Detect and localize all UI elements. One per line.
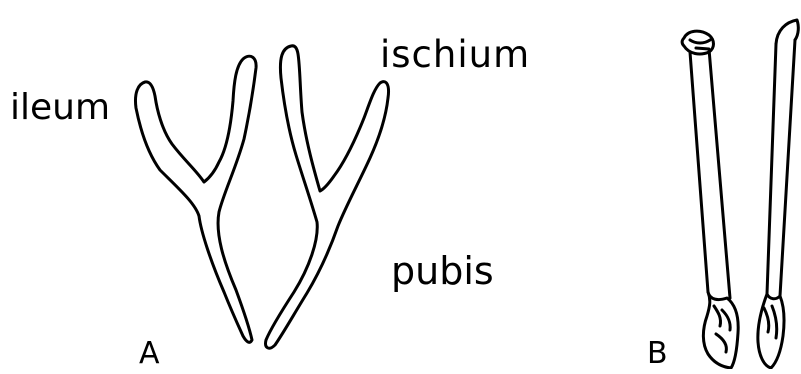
panel-a-label: A (139, 339, 160, 369)
panel-b-label: B (647, 339, 668, 369)
pubis-label: pubis (391, 252, 494, 290)
panel-b-right-rod-top-cap (776, 20, 798, 44)
panel-b-right-rod-end-texture (764, 306, 777, 338)
panel-b-left-rod-cap-highlight (690, 40, 710, 43)
panel-b-left-rod-outline-inner (690, 52, 708, 292)
panel-b-left-rod-outline (696, 48, 730, 298)
ischium-label: ischium (380, 36, 530, 73)
panel-b-left-rod-end-texture (714, 306, 730, 352)
ileum-label: ileum (10, 90, 110, 126)
left-pelvic-half-outline (135, 56, 256, 342)
panel-b-left-rod-end (703, 292, 738, 368)
panel-b-right-rod-outline (767, 44, 776, 294)
right-pelvic-half-outline (266, 46, 389, 348)
panel-b-right-rod-outline-inner (780, 40, 795, 296)
